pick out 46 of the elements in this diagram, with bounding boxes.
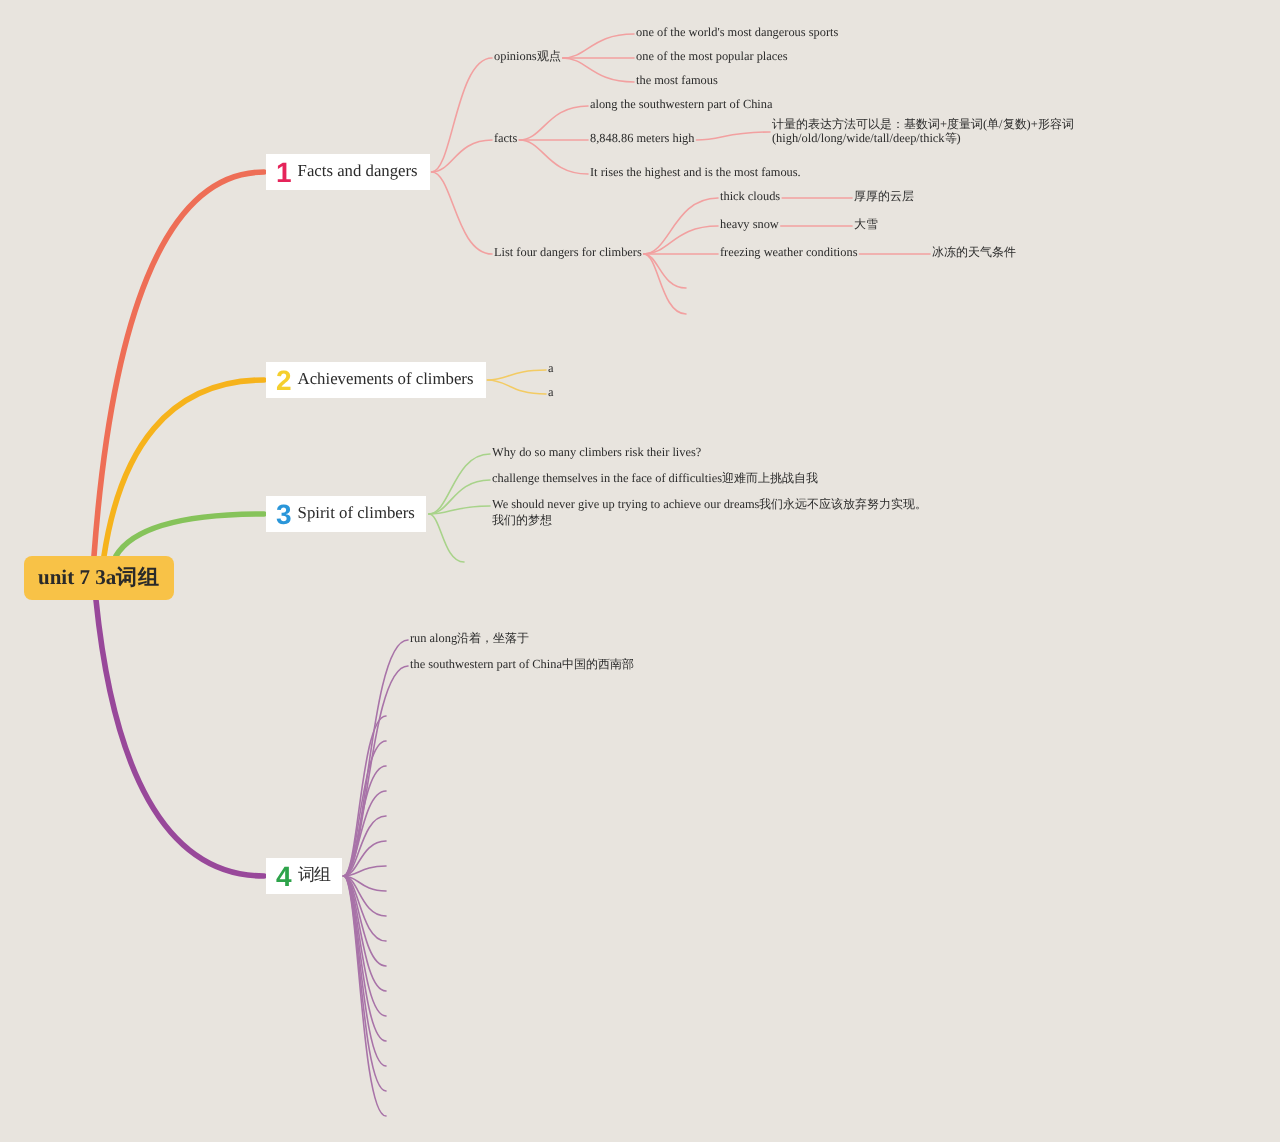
topic-box <box>266 858 342 894</box>
branch-line <box>430 57 493 173</box>
branch-line <box>561 57 635 83</box>
branch-line <box>643 253 687 289</box>
branch-line <box>342 815 387 877</box>
branch-line <box>643 197 719 255</box>
topic-number: 2 <box>276 366 292 394</box>
branch-line <box>342 865 387 877</box>
topic-box <box>266 362 486 398</box>
topic-title: Spirit of climbers <box>297 504 415 524</box>
branch-line <box>342 740 387 877</box>
branch-line <box>93 597 267 879</box>
topic-title: Facts and dangers <box>297 162 418 182</box>
branch-line <box>428 513 465 563</box>
branch-line <box>643 253 687 315</box>
branch-line <box>113 511 267 559</box>
branch-line <box>342 715 387 877</box>
branch-line <box>486 379 547 395</box>
topic-box <box>266 496 427 532</box>
central-topic: unit 7 3a词组 <box>24 556 175 600</box>
branch-line <box>342 765 387 877</box>
topic-number: 3 <box>276 500 292 528</box>
branch-line <box>428 453 491 515</box>
branch-line <box>781 197 853 199</box>
branch-line <box>342 875 387 917</box>
branch-line <box>342 875 387 892</box>
branch-line <box>518 139 589 141</box>
branch-line <box>561 57 635 59</box>
branch-line <box>695 131 771 141</box>
branch-line <box>430 139 493 173</box>
branch-line <box>486 369 547 381</box>
topic-number: 4 <box>276 862 292 890</box>
branch-line <box>342 840 387 877</box>
branch-line <box>91 169 267 559</box>
topic-box <box>266 154 430 190</box>
branch-line <box>780 225 853 227</box>
branch-line <box>858 253 931 255</box>
topic-title: Achievements of climbers <box>297 370 474 390</box>
branch-line <box>643 253 719 255</box>
branch-line <box>518 139 589 175</box>
topic-title: 词组 <box>297 866 330 886</box>
topic-number: 1 <box>276 158 292 186</box>
branch-line <box>428 505 491 515</box>
branch-line <box>101 377 267 559</box>
branch-line <box>430 171 493 255</box>
branch-line <box>428 479 491 515</box>
